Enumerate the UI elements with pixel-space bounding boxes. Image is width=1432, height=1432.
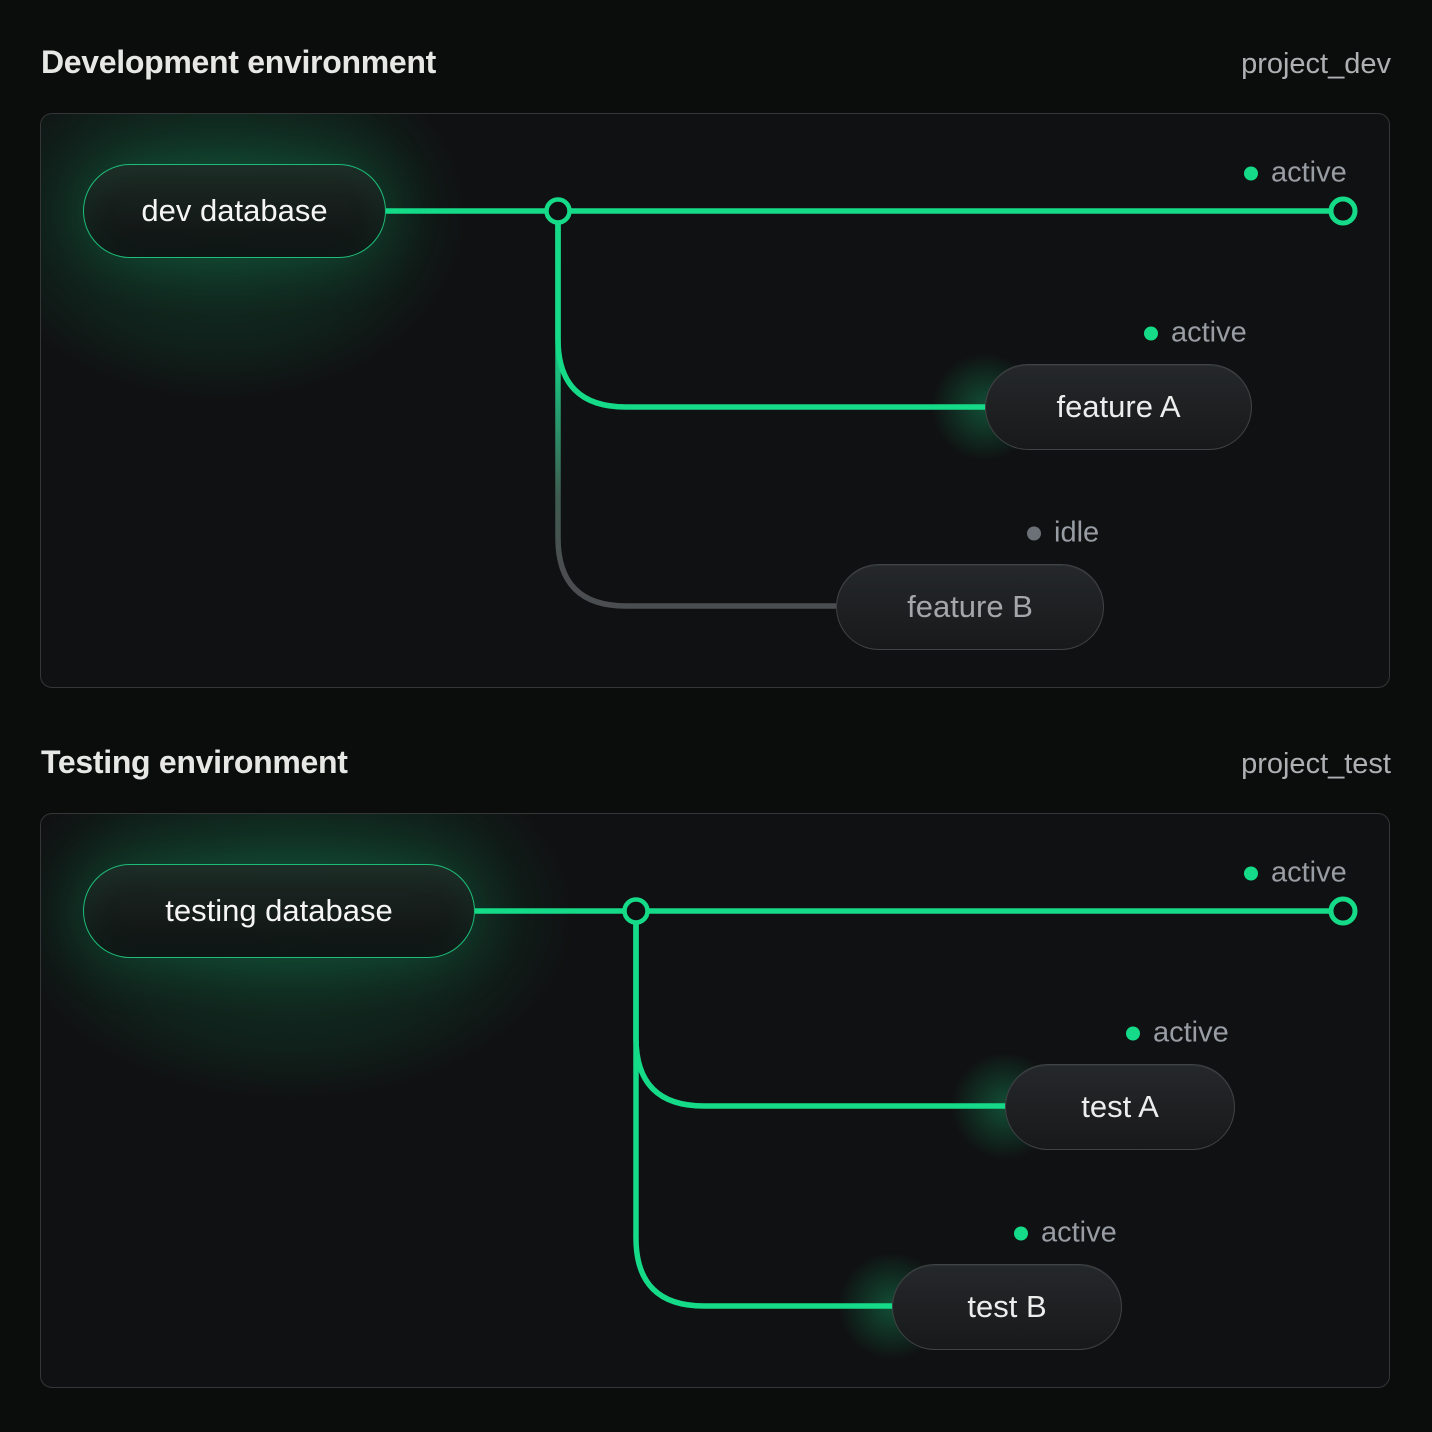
main-branch-endpoint-node [1328,896,1358,926]
branch-line-test-b [633,911,892,1309]
dev-env-title: Development environment [41,44,436,80]
branch-line-test-a [633,911,1005,1109]
branch-label: test B [967,1289,1047,1324]
status-label: active [1153,1016,1229,1049]
branch-node-test-a[interactable]: test A [1005,1064,1235,1150]
test-project-label: project_test [1241,748,1391,780]
test-env-title: Testing environment [41,744,348,780]
main-branch-endpoint-node [1328,196,1358,226]
active-status-dot-icon [1244,166,1258,180]
feature-b-status: idle [1027,517,1099,550]
branch-junction-node [544,197,572,225]
status-label: active [1171,316,1247,349]
dev-branch-graph-svg [386,196,1358,609]
status-label: active [1041,1216,1117,1249]
dev-env-header: Development environment project_dev [41,44,1391,81]
test-env-header: Testing environment project_test [41,744,1391,781]
dev-branch-diagram-panel: dev database active active feature A idl… [40,113,1390,688]
active-status-dot-icon [1244,866,1258,880]
branch-label: dev database [141,193,328,228]
branch-node-feature-b[interactable]: feature B [836,564,1104,650]
branch-node-dev-database[interactable]: dev database [83,164,386,258]
main-branch-status: active [1244,857,1347,890]
dev-project-label: project_dev [1241,48,1391,80]
branch-line-feature-b [555,211,836,609]
test-b-status: active [1014,1217,1117,1250]
test-branch-diagram-panel: testing database active active test A ac… [40,813,1390,1388]
status-label: active [1271,156,1347,189]
main-branch-status: active [1244,157,1347,190]
status-label: active [1271,856,1347,889]
branch-junction-node [622,897,650,925]
branch-line-feature-a [555,211,985,410]
feature-a-status: active [1144,317,1247,350]
branch-node-feature-a[interactable]: feature A [985,364,1252,450]
test-a-status: active [1126,1017,1229,1050]
test-branch-graph-svg [475,896,1358,1309]
active-status-dot-icon [1144,326,1158,340]
branch-label: feature A [1056,389,1181,424]
branch-label: test A [1081,1089,1159,1124]
active-status-dot-icon [1126,1026,1140,1040]
branch-label: feature B [907,589,1033,624]
idle-status-dot-icon [1027,526,1041,540]
active-status-dot-icon [1014,1226,1028,1240]
status-label: idle [1054,516,1100,549]
branch-node-test-b[interactable]: test B [892,1264,1122,1350]
branch-node-testing-database[interactable]: testing database [83,864,475,958]
branch-label: testing database [165,893,393,928]
